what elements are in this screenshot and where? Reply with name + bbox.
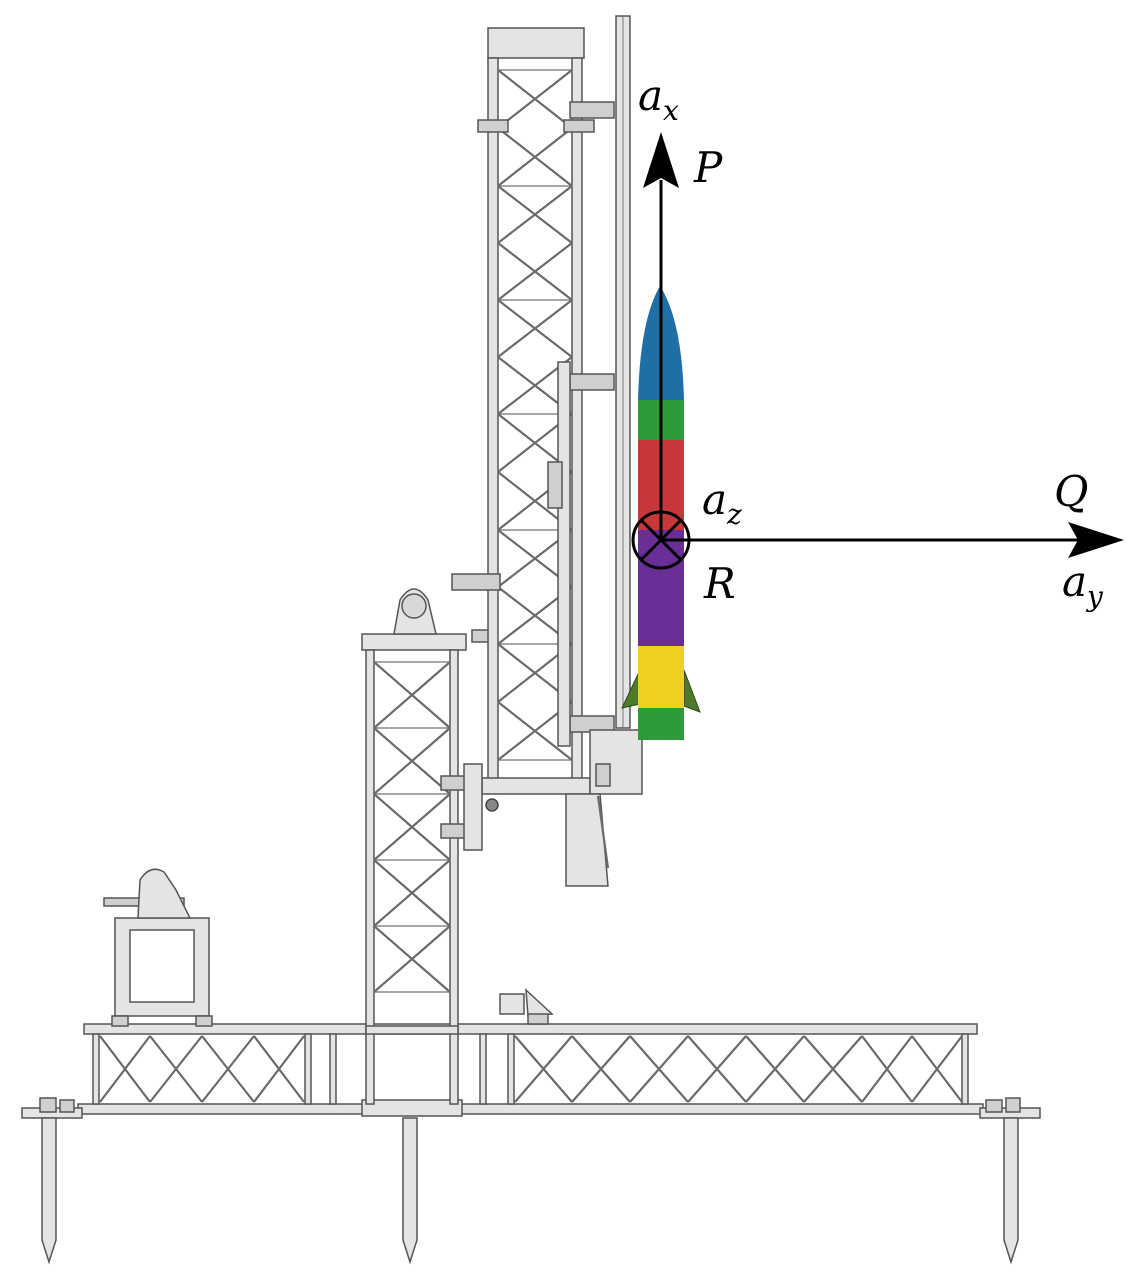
short-tower (361, 588, 495, 1105)
short-tower-bracing (373, 661, 451, 993)
ground-stakes (41, 1117, 1019, 1265)
rocket-section-5 (638, 708, 684, 740)
axis-x-arrowhead (643, 132, 679, 188)
axis-y-arrowhead (1068, 522, 1124, 558)
label-q: Q (1054, 467, 1088, 516)
rocket-section-4 (638, 646, 684, 708)
ground-truss (21, 1023, 1041, 1119)
rocket-fin-right (683, 669, 701, 713)
rocket-section-3 (638, 530, 684, 646)
axis-z-symbol (631, 510, 691, 570)
ground-truss-verticals (92, 1033, 969, 1105)
axis-x (643, 132, 679, 540)
ground-fixture (499, 988, 554, 1025)
ground-truss-bracing (99, 1035, 963, 1103)
axis-y (661, 522, 1124, 558)
label-a-z: az (702, 475, 742, 531)
tall-tower-bracing (497, 69, 573, 761)
launch-rail (615, 15, 631, 729)
label-a-x: ax (638, 71, 679, 127)
label-p: P (693, 143, 723, 192)
winch-box (103, 868, 213, 1027)
rail-base-bracket (565, 729, 643, 887)
label-r: R (703, 559, 736, 608)
tall-tower (451, 27, 615, 851)
label-a-y: ay (1062, 557, 1104, 613)
